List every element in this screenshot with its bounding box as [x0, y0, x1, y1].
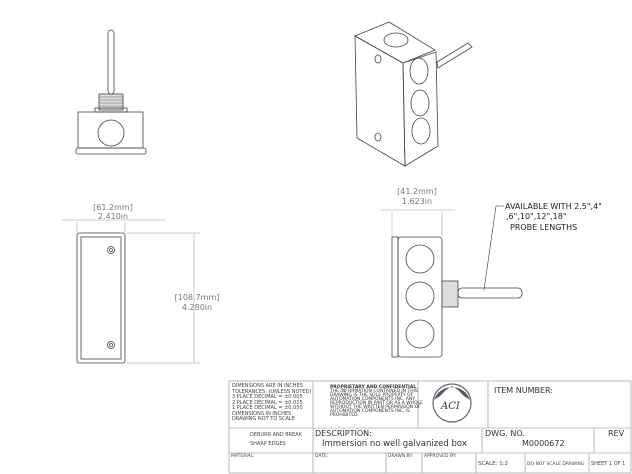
title-block-lines: [228, 380, 632, 474]
proprietary-line: REPRODUCTION IN PART OR AS A WHOLE: [330, 401, 423, 406]
aci-logo-text: ACI: [441, 401, 460, 412]
aci-logo-icon: [432, 383, 472, 423]
rev-label: REV: [608, 429, 625, 438]
sheet-label: SHEET 1 OF 1: [591, 461, 626, 467]
side-view: [380, 205, 523, 358]
tolerance-line: 3 PLACE DECIMAL = ±0.005: [232, 394, 303, 400]
proprietary-line: WITHOUT THE WRITTEN PERMISSION OF: [330, 405, 421, 410]
tolerance-line: DIMENSIONS ARE IN INCHES: [232, 383, 303, 389]
drawn-by-label: DRAWN BY:: [388, 454, 413, 459]
proprietary-line: AUTOMATION COMPONENTS INC. ANY: [330, 397, 416, 402]
deburr-line: SHARP EDGES: [250, 440, 286, 447]
front-height-mm: [108.7mm]: [174, 293, 220, 302]
tolerance-line: 1 PLACE DECIMAL = ±0.050: [232, 405, 303, 411]
dwg-no-value: M0000672: [522, 439, 565, 448]
probe-note-line2: ,6",10",12",18": [506, 212, 567, 221]
isometric-view: [354, 21, 473, 167]
proprietary-line: THE INFORMATION CONTAINED IN THIS: [330, 389, 418, 394]
tolerance-line: DIMENSIONS IN INCHES: [232, 410, 292, 417]
proprietary-line: DRAWING IS THE SOLE PROPERTY OF: [330, 393, 414, 398]
probe-note-line1: AVAILABLE WITH 2.5",4": [505, 202, 602, 211]
front-width-in: 2.410in: [97, 212, 129, 221]
front-height-in: 4.280in: [181, 303, 213, 312]
approved-by-label: APPROVED BY:: [424, 454, 457, 459]
date-label: DATE:: [315, 454, 329, 459]
tolerance-line: 2 PLACE DECIMAL = ±0.015: [232, 399, 303, 406]
tolerances-block: DIMENSIONS ARE IN INCHES TOLERANCES: (UN…: [232, 383, 312, 423]
do-not-scale-label: DO NOT SCALE DRAWING: [527, 462, 585, 467]
proprietary-line: PROHIBITED.: [330, 413, 359, 418]
scale-label: SCALE: 1:2: [478, 461, 509, 467]
description-value: Immersion no well galvanized box: [322, 439, 467, 449]
front-width-mm: [61.2mm]: [93, 203, 133, 212]
proprietary-title: PROPRIETARY AND CONFIDENTIAL: [330, 385, 417, 390]
deburr-line: DEBURR AND BREAK: [250, 432, 302, 438]
top-view: [75, 29, 147, 155]
side-width-mm: [41.2mm]: [397, 187, 437, 196]
side-width-in: 1.623in: [401, 197, 433, 206]
front-view: [62, 219, 200, 364]
probe-note-line3: PROBE LENGTHS: [510, 223, 578, 232]
deburr-note: DEBURR AND BREAK SHARP EDGES: [250, 432, 302, 447]
proprietary-block: PROPRIETARY AND CONFIDENTIAL THE INFORMA…: [330, 385, 423, 418]
dwg-no-label: DWG. NO.: [485, 429, 525, 438]
item-number-label: ITEM NUMBER:: [494, 386, 554, 395]
description-label: DESCRIPTION:: [315, 429, 372, 438]
tolerance-line: DRAWING NOT TO SCALE: [232, 416, 295, 422]
proprietary-line: AUTOMATION COMPONENTS INC. IS: [330, 409, 411, 414]
material-label: MATERIAL:: [231, 454, 255, 459]
tolerance-line: TOLERANCES: (UNLESS NOTED): [232, 388, 312, 395]
